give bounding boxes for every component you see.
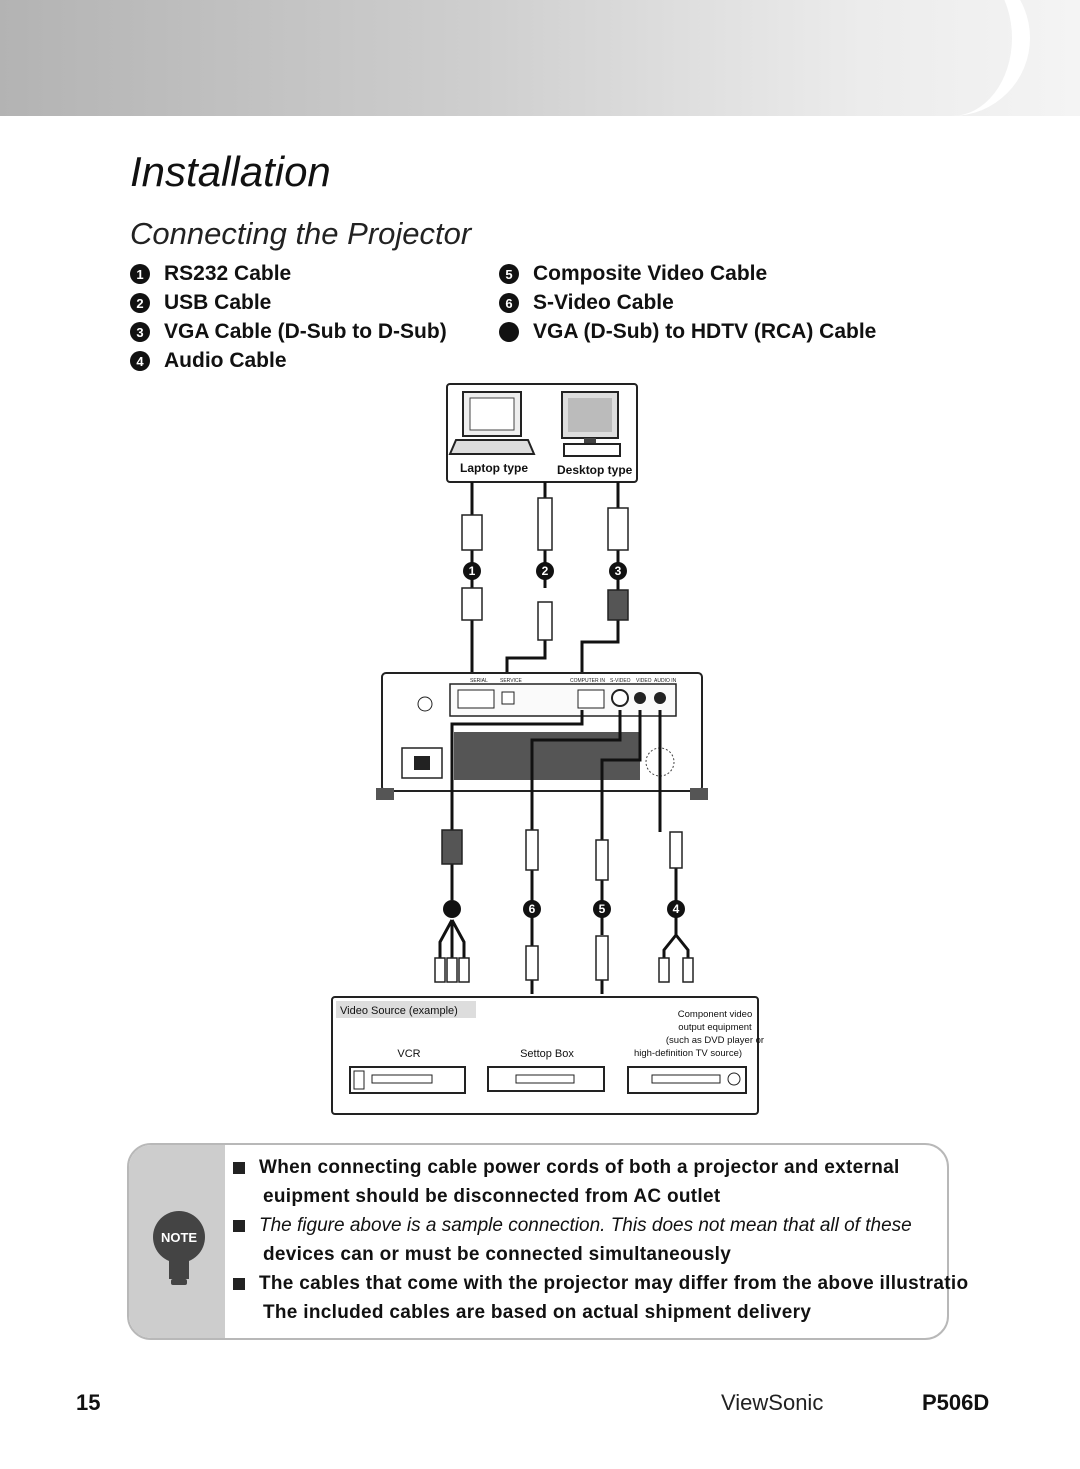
note-bullet-3: The cables that come with the projector …	[233, 1273, 968, 1295]
note-bullet-2: The figure above is a sample connection.…	[233, 1215, 912, 1237]
badge-2	[536, 562, 554, 580]
desktop-icon	[561, 391, 621, 457]
laptop-icon	[448, 391, 536, 455]
video-source-box: Video Source (example) VCR Settop Box Co…	[331, 996, 764, 1115]
note-sidebar: NOTE	[129, 1145, 225, 1338]
legend-item-audio: 4 Audio Cable	[130, 349, 287, 373]
number-badge	[499, 322, 519, 342]
connection-diagram: Laptop type Desktop type 1 2 3	[331, 383, 764, 1115]
svg-text:VIDEO: VIDEO	[636, 678, 652, 684]
svg-text:5: 5	[599, 902, 606, 916]
video-source-label: Video Source (example)	[340, 1005, 458, 1017]
bottom-cables	[438, 710, 690, 994]
projector-rear: SERIAL SERVICE COMPUTER IN S-VIDEO VIDEO…	[376, 672, 708, 800]
bottom-badges: 6 5 4	[443, 900, 685, 918]
svg-text:NOTE: NOTE	[161, 1230, 197, 1245]
svg-text:S-VIDEO: S-VIDEO	[610, 678, 631, 684]
legend-item-hdtv: VGA (D-Sub) to HDTV (RCA) Cable	[499, 320, 876, 344]
badge-1	[463, 562, 481, 580]
badge-5	[593, 900, 611, 918]
number-badge: 4	[130, 351, 150, 371]
legend-label: S-Video Cable	[533, 291, 674, 314]
legend-label: Audio Cable	[164, 349, 287, 372]
vcr-label: VCR	[397, 1048, 420, 1060]
legend-item-rs232: 1 RS232 Cable	[130, 262, 291, 286]
model-number: P506D	[922, 1390, 990, 1415]
brand-name: ViewSonic	[721, 1390, 824, 1415]
svg-text:output equipment: output equipment	[678, 1022, 752, 1033]
legend-item-vga: 3 VGA Cable (D-Sub to D-Sub)	[130, 320, 447, 344]
legend-item-usb: 2 USB Cable	[130, 291, 271, 315]
svg-text:1: 1	[469, 564, 476, 578]
svg-text:high-definition TV source): high-definition TV source)	[634, 1048, 742, 1059]
svg-text:SERIAL: SERIAL	[470, 678, 488, 684]
note-text: The included cables are based on actual …	[263, 1302, 812, 1323]
number-badge: 5	[499, 264, 519, 284]
legend-label: RS232 Cable	[164, 262, 292, 285]
legend-item-composite: 5 Composite Video Cable	[499, 262, 767, 286]
cable-legend: 1 RS232 Cable 2 USB Cable 3 VGA Cable (D…	[130, 262, 1030, 382]
legend-label: Composite Video Cable	[533, 262, 768, 285]
svg-text:SERVICE: SERVICE	[500, 678, 523, 684]
svg-text:Component video: Component video	[678, 1009, 752, 1020]
legend-label: VGA Cable (D-Sub to D-Sub)	[164, 320, 447, 343]
header-curve	[770, 0, 1030, 116]
number-badge: 1	[130, 264, 150, 284]
settop-label: Settop Box	[520, 1048, 574, 1060]
svg-text:AUDIO IN: AUDIO IN	[654, 678, 677, 684]
legend-label: USB Cable	[164, 291, 272, 314]
desktop-label: Desktop type	[557, 463, 633, 477]
laptop-label: Laptop type	[460, 461, 528, 475]
section-title: Connecting the Projector	[130, 216, 472, 251]
svg-text:6: 6	[529, 902, 536, 916]
page-title: Installation	[130, 148, 331, 195]
vcr-icon	[349, 1066, 466, 1094]
badge-6	[523, 900, 541, 918]
note-bullet-1: When connecting cable power cords of bot…	[233, 1157, 900, 1179]
bullet-square-icon	[233, 1277, 245, 1290]
svg-text:COMPUTER IN: COMPUTER IN	[570, 678, 605, 684]
page-number: 15	[76, 1390, 101, 1415]
number-badge: 2	[130, 293, 150, 313]
note-text: devices can or must be connected simulta…	[263, 1244, 732, 1265]
number-badge: 3	[130, 322, 150, 342]
legend-item-svideo: 6 S-Video Cable	[499, 291, 674, 315]
top-connectors	[461, 497, 629, 641]
legend-label: VGA (D-Sub) to HDTV (RCA) Cable	[533, 320, 877, 343]
settop-box-icon	[487, 1066, 605, 1092]
note-text: euipment should be disconnected from AC …	[263, 1186, 721, 1207]
bullet-square-icon	[233, 1219, 245, 1232]
badge-4	[667, 900, 685, 918]
dvd-player-icon	[627, 1066, 747, 1094]
bottom-connectors	[434, 829, 694, 983]
badge-hdtv	[443, 900, 461, 918]
note-box: NOTE When connecting cable power cords o…	[127, 1143, 968, 1340]
number-badge: 6	[499, 293, 519, 313]
top-badges: 1 2 3	[463, 562, 627, 580]
lightbulb-note-icon: NOTE	[153, 1211, 205, 1285]
svg-text:(such as DVD player or: (such as DVD player or	[666, 1035, 764, 1046]
header-band	[0, 0, 1080, 116]
svg-text:2: 2	[542, 564, 549, 578]
bullet-square-icon	[233, 1161, 245, 1174]
svg-text:3: 3	[615, 564, 622, 578]
badge-3	[609, 562, 627, 580]
svg-text:4: 4	[673, 902, 680, 916]
